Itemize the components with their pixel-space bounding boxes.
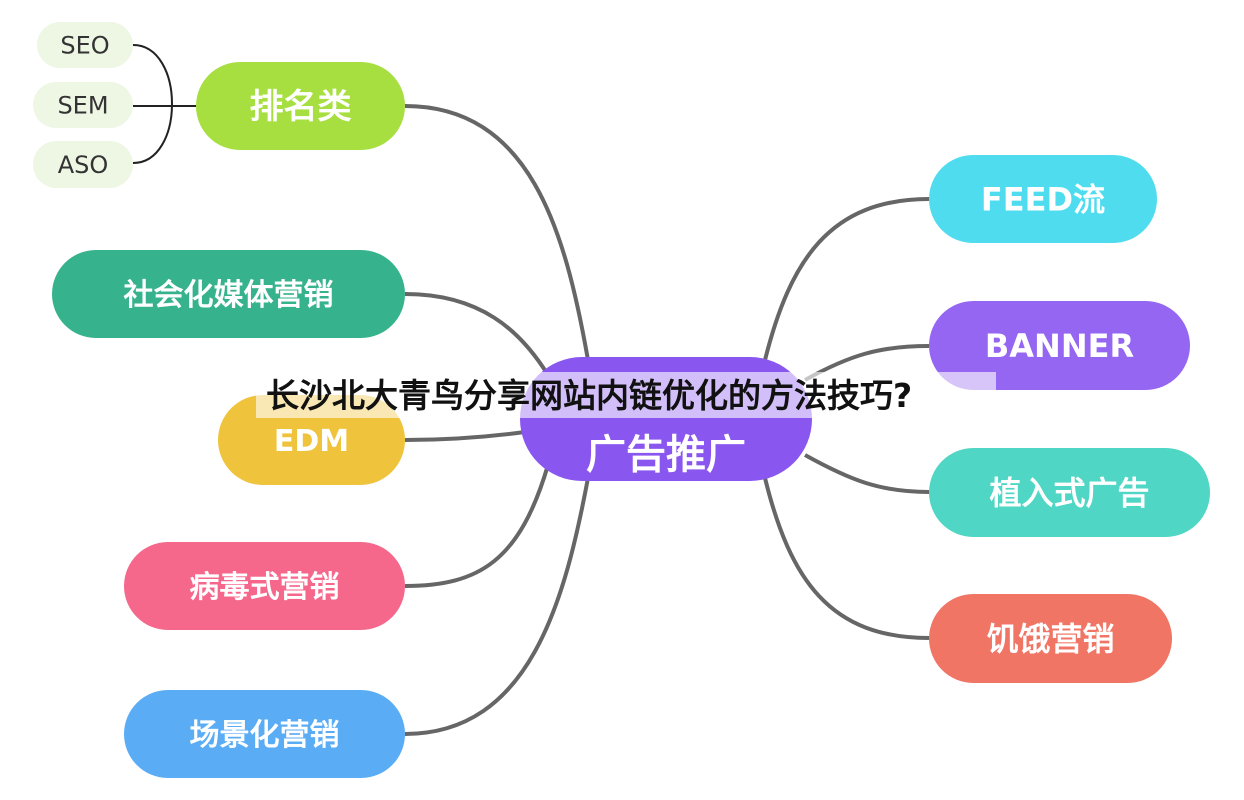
node-left-4-label: 场景化营销 (190, 718, 340, 753)
node-left-1[interactable]: 社会化媒体营销 (52, 250, 405, 338)
node-right-1[interactable]: BANNER (929, 301, 1190, 390)
node-left-0-label: 排名类 (250, 87, 352, 127)
node-center-label: 广告推广 (586, 432, 746, 478)
subnode-aso-label: ASO (58, 151, 109, 179)
subnode-aso-shape (33, 141, 133, 188)
subnode-aso[interactable]: ASO (33, 141, 133, 188)
connector-right-3 (763, 477, 930, 640)
node-left-3-label: 病毒式营销 (190, 570, 340, 605)
connector-left-4 (404, 477, 590, 736)
node-left-2-label: EDM (274, 424, 349, 459)
title-overlay-band (256, 372, 996, 418)
node-right-1-label: BANNER (985, 327, 1134, 365)
connector-left-0 (404, 104, 590, 361)
sub-bracket (132, 44, 173, 164)
subnode-sem-label: SEM (57, 92, 108, 120)
page-title: 长沙北大青鸟分享网站内链优化的方法技巧? (266, 376, 913, 415)
node-right-3-shape (929, 594, 1172, 683)
node-right-0-shape (929, 155, 1157, 243)
subnode-sem-shape (33, 82, 133, 128)
node-right-0[interactable]: FEED流 (929, 155, 1157, 243)
connector-right-2 (804, 453, 930, 494)
node-left-0[interactable]: 排名类 (196, 62, 405, 150)
node-right-2-shape (929, 448, 1210, 537)
node-right-1-shape (929, 301, 1190, 390)
connector-left-3 (404, 464, 550, 588)
subnode-seo[interactable]: SEO (37, 22, 133, 68)
subnode-seo-label: SEO (60, 32, 109, 60)
node-right-0-label: FEED流 (981, 181, 1105, 219)
node-right-2[interactable]: 植入式广告 (929, 448, 1210, 537)
node-left-1-shape (52, 250, 405, 338)
node-right-2-label: 植入式广告 (989, 474, 1149, 512)
node-left-0-shape (196, 62, 405, 150)
node-left-4[interactable]: 场景化营销 (124, 690, 405, 778)
connector-right-0 (763, 197, 930, 361)
subnode-seo-shape (37, 22, 133, 68)
node-left-1-label: 社会化媒体营销 (124, 278, 334, 313)
node-right-3[interactable]: 饥饿营销 (929, 594, 1172, 683)
node-left-3[interactable]: 病毒式营销 (124, 542, 405, 630)
node-right-3-label: 饥饿营销 (986, 620, 1114, 658)
subnode-sem[interactable]: SEM (33, 82, 133, 128)
node-left-3-shape (124, 542, 405, 630)
connector-left-2 (404, 430, 526, 442)
node-left-4-shape (124, 690, 405, 778)
connector-left-1 (404, 292, 550, 377)
